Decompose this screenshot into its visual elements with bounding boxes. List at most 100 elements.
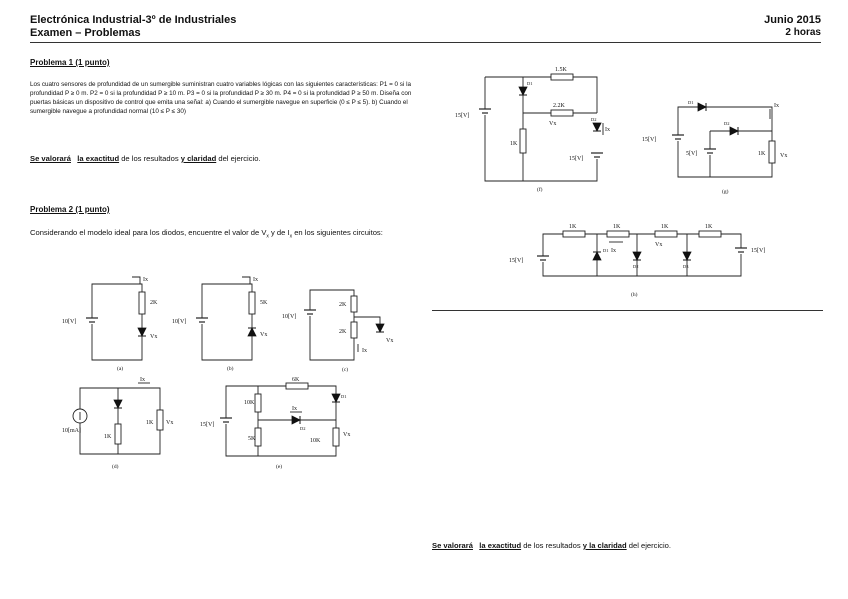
circuit-c-r2-label: 2K	[339, 329, 347, 335]
circuit-d-vx: Vx	[166, 420, 173, 426]
circuit-g-d2	[729, 126, 739, 136]
circuit-f: 15[V] 1.5K 2.2K 1K D1 D2 Vx Ix 15[V] (f)	[455, 67, 610, 193]
problem2-text-c: en los siguientes circuitos:	[292, 228, 383, 237]
circuit-e-r3	[285, 382, 309, 390]
circuit-h-source1: 15[V]	[509, 258, 523, 264]
circuit-e-d2	[291, 415, 301, 425]
circuit-g-d1	[697, 102, 707, 112]
circuit-f-d1-label: D1	[527, 81, 533, 86]
circuit-e-vx: Vx	[343, 432, 350, 438]
header-subtitle: Examen – Problemas	[30, 27, 141, 39]
circuit-g-d2-label: D2	[724, 121, 730, 126]
circuit-b-resistor	[248, 291, 256, 315]
grading-word-5: del ejercicio.	[218, 154, 261, 163]
circuit-f-d2-label: D2	[591, 117, 597, 122]
circuit-h-vx: Vx	[655, 242, 662, 248]
circuit-e-d1-label: D1	[341, 394, 347, 399]
header-date: Junio 2015	[764, 14, 821, 26]
circuit-a-source: 10[V]	[62, 319, 76, 325]
circuit-h-wires	[542, 233, 742, 277]
circuit-h-d2	[632, 251, 642, 261]
circuit-c-source: 10[V]	[282, 314, 296, 320]
circuit-h-d1	[592, 251, 602, 261]
circuit-a-resistor	[138, 291, 146, 315]
circuit-b-ix: Ix	[253, 277, 258, 283]
circuit-d: 10[mA] 1K 1K Ix Vx (d)	[62, 377, 173, 470]
circuit-h-r3-label: 1K	[661, 224, 669, 230]
circuit-g-source2: 5[V]	[686, 151, 697, 157]
circuit-d-diode	[113, 399, 123, 409]
header-rule	[30, 42, 821, 43]
circuit-c-ix: Ix	[362, 348, 367, 354]
circuit-e-r3-label: 6K	[292, 377, 300, 383]
header-duration: 2 horas	[785, 27, 821, 38]
circuit-g-source1: 15[V]	[642, 137, 656, 143]
circuit-f-r2	[550, 109, 574, 117]
circuit-h-d3-label: D3	[683, 264, 689, 269]
circuit-e-wires	[225, 385, 337, 457]
circuit-b-source: 10[V]	[172, 319, 186, 325]
grading-word-3: de los resultados	[121, 154, 179, 163]
circuit-f-d1	[518, 86, 528, 96]
circuit-f-caption: (f)	[537, 186, 543, 193]
circuit-h-r1-label: 1K	[569, 224, 577, 230]
circuit-d-caption: (d)	[112, 463, 119, 470]
circuit-c-r2	[350, 321, 358, 339]
circuit-h-r4	[698, 230, 722, 238]
problem2-text: Considerando el modelo ideal para los di…	[30, 227, 430, 243]
circuit-b-vx: Vx	[260, 332, 267, 338]
circuit-a: 10[V] 2K Ix Vx (a)	[62, 276, 158, 372]
circuit-b-diode	[247, 327, 257, 337]
problem2-text-a: Considerando el modelo ideal para los di…	[30, 228, 267, 237]
circuit-b-wires	[201, 283, 253, 361]
circuit-a-ix: Ix	[143, 277, 148, 283]
circuit-a-vx: Vx	[150, 334, 157, 340]
circuit-c: 10[V] 2K 2K Ix Vx (c)	[282, 289, 393, 373]
circuit-f-source1: 15[V]	[455, 113, 469, 119]
circuit-f-wires	[484, 76, 598, 182]
problem2-text-b: y de I	[268, 228, 290, 237]
circuit-h-r4-label: 1K	[705, 224, 713, 230]
circuit-c-vx: Vx	[386, 338, 393, 344]
circuit-e-r2	[254, 427, 262, 447]
circuit-e-r2-label: 5K	[248, 436, 256, 442]
grading2-word-1: Se valorará	[432, 541, 473, 550]
circuit-f-r1	[550, 73, 574, 81]
header-title: Electrónica Industrial-3º de Industriale…	[30, 14, 237, 26]
circuit-g-res	[768, 140, 776, 164]
circuit-f-d2	[592, 122, 602, 132]
circuit-g-ix: Ix	[774, 103, 779, 109]
circuit-h-r1	[562, 230, 586, 238]
problem2-title: Problema 2 (1 punto)	[30, 205, 110, 214]
grading2-word-4: y la claridad	[582, 541, 627, 550]
circuit-f-ix: Ix	[605, 127, 610, 133]
problem1-text: Los cuatro sensores de profundidad de un…	[30, 81, 412, 115]
circuit-d-source: 10[mA]	[62, 428, 81, 434]
grading-word-2: la exactitud	[77, 154, 120, 163]
grading-word-1: Se valorará	[30, 154, 71, 163]
circuit-b-caption: (b)	[227, 365, 234, 372]
circuit-h-d1-label: D1	[603, 248, 609, 253]
circuit-a-res-label: 2K	[150, 300, 158, 306]
circuit-h-r2	[606, 230, 630, 238]
right-separator	[432, 310, 823, 311]
circuit-c-wires	[309, 289, 381, 361]
circuit-h-source2: 15[V]	[751, 248, 765, 254]
grading-word-4: y claridad	[180, 154, 217, 163]
grading2-word-5: del ejercicio.	[628, 541, 671, 550]
circuit-c-caption: (c)	[342, 366, 348, 373]
circuit-d-ix: Ix	[140, 377, 145, 383]
circuit-b: 10[V] 5K Ix Vx (b)	[172, 276, 268, 372]
circuit-a-diode	[137, 327, 147, 337]
circuit-d-r2-label: 1K	[146, 420, 154, 426]
circuit-a-caption: (a)	[117, 365, 123, 372]
circuit-e-r1	[254, 393, 262, 413]
circuit-e-caption: (e)	[276, 463, 282, 470]
problem1-grading: Se valorará la exactitud de los resultad…	[30, 153, 430, 164]
circuit-f-r1-label: 1.5K	[555, 67, 568, 73]
circuit-f-source2: 15[V]	[569, 156, 583, 162]
circuit-f-vx: Vx	[549, 121, 556, 127]
circuit-c-r1	[350, 295, 358, 313]
circuit-h: 15[V] 15[V] 1K 1K 1K 1K D1 D2 D3 Ix Vx (…	[509, 224, 765, 298]
circuit-e-ix: Ix	[292, 406, 297, 412]
